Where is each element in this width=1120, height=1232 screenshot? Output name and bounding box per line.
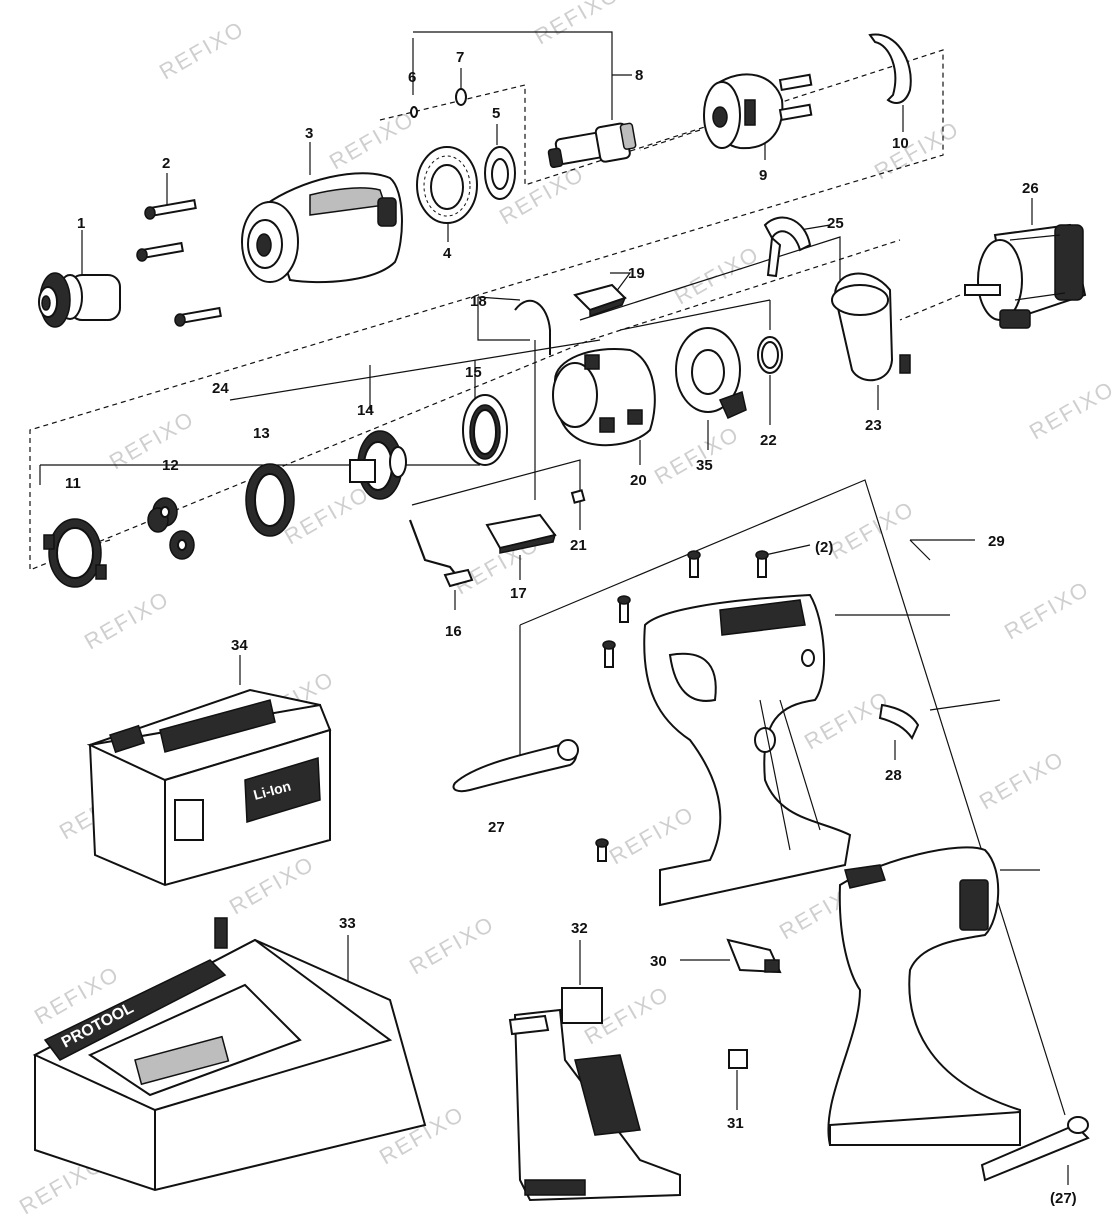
part-rings-small <box>410 88 467 118</box>
label-33: 33 <box>339 915 356 932</box>
label-28: 28 <box>885 767 902 784</box>
label-3: 3 <box>305 125 313 142</box>
label-22: 22 <box>760 432 777 449</box>
part-chuck <box>38 272 121 328</box>
label-7: 7 <box>456 49 464 66</box>
part-gear-ring <box>245 463 295 537</box>
part-small-clip <box>573 283 627 318</box>
label-1: 1 <box>77 215 85 232</box>
label-30: 30 <box>650 953 667 970</box>
part-o-ring <box>757 336 783 374</box>
part-planet-gears <box>147 497 195 560</box>
watermark: REFIXO <box>325 106 419 175</box>
part-motor <box>964 223 1087 329</box>
label-2: 2 <box>162 155 170 172</box>
label-6: 6 <box>408 69 416 86</box>
label-21: 21 <box>570 537 587 554</box>
part-housing-right <box>827 846 1021 1146</box>
label-12: 12 <box>162 457 179 474</box>
part-latch-frame <box>508 987 681 1202</box>
label-5: 5 <box>492 105 500 122</box>
label-26: 26 <box>1022 180 1039 197</box>
label-17: 17 <box>510 585 527 602</box>
part-ring-gear <box>462 394 508 466</box>
watermark: REFIXO <box>530 0 624 49</box>
watermark: REFIXO <box>975 746 1069 815</box>
label-13: 13 <box>253 425 270 442</box>
part-lens <box>878 703 920 740</box>
label-10: 10 <box>892 135 909 152</box>
part-slide-plate <box>485 513 557 554</box>
watermark: REFIXO <box>105 406 199 475</box>
label-16: 16 <box>445 623 462 640</box>
label-29: 29 <box>988 533 1005 550</box>
label-27-alt: (27) <box>1050 1190 1077 1207</box>
label-15: 15 <box>465 364 482 381</box>
part-toothed-washer <box>416 146 478 224</box>
label-4: 4 <box>443 245 452 262</box>
part-spring-clip <box>763 216 812 278</box>
part-side-lever <box>452 739 579 793</box>
part-small-plate <box>728 1049 748 1069</box>
part-motor-ring <box>831 272 911 382</box>
label-8: 8 <box>635 67 643 84</box>
watermark: REFIXO <box>1025 376 1119 445</box>
label-25: 25 <box>827 215 844 232</box>
label-20: 20 <box>630 472 647 489</box>
label-32: 32 <box>571 920 588 937</box>
part-switch-button <box>726 938 782 974</box>
part-clutch-body <box>703 73 813 150</box>
watermark: REFIXO <box>870 116 964 185</box>
watermark: REFIXO <box>650 421 744 490</box>
watermark: REFIXO <box>605 801 699 870</box>
part-side-lever-alt <box>980 1116 1090 1182</box>
part-spindle <box>547 122 637 169</box>
label-9: 9 <box>759 167 767 184</box>
part-planetary-carrier <box>349 430 407 500</box>
label-2-ref: (2) <box>815 539 833 556</box>
label-24: 24 <box>212 380 229 397</box>
watermark: REFIXO <box>1000 576 1094 645</box>
watermark: REFIXO <box>80 586 174 655</box>
label-34: 34 <box>231 637 248 654</box>
part-labels: 1 2 3 4 5 6 7 8 9 10 11 12 13 14 15 16 1… <box>65 49 1077 1207</box>
part-wire-spring <box>514 299 551 355</box>
watermark: REFIXO <box>670 241 764 310</box>
part-disc <box>675 327 747 419</box>
watermark: REFIXO <box>405 911 499 980</box>
watermark: REFIXO <box>155 16 249 85</box>
part-clip-ring <box>868 33 912 104</box>
part-switch-lever <box>408 519 474 588</box>
part-battery: Li-Ion <box>86 688 332 887</box>
label-35: 35 <box>696 457 713 474</box>
assembly-axes <box>29 49 961 571</box>
label-23: 23 <box>865 417 882 434</box>
watermark: REFIXO <box>280 481 374 550</box>
part-outer-ring <box>43 518 107 588</box>
label-19: 19 <box>628 265 645 282</box>
label-11: 11 <box>65 475 81 492</box>
part-housing-screws <box>595 550 769 862</box>
part-housing-left <box>643 593 852 907</box>
part-charger: PROTOOL <box>32 917 427 1192</box>
label-31: 31 <box>727 1115 744 1132</box>
part-gear-carrier <box>552 348 656 447</box>
label-27: 27 <box>488 819 505 836</box>
part-screws <box>136 199 222 327</box>
part-flat-washer <box>484 146 516 200</box>
label-14: 14 <box>357 402 374 419</box>
label-18: 18 <box>470 293 487 310</box>
part-small-block <box>570 489 586 504</box>
watermark: REFIXO <box>825 496 919 565</box>
part-gear-housing <box>241 172 403 284</box>
